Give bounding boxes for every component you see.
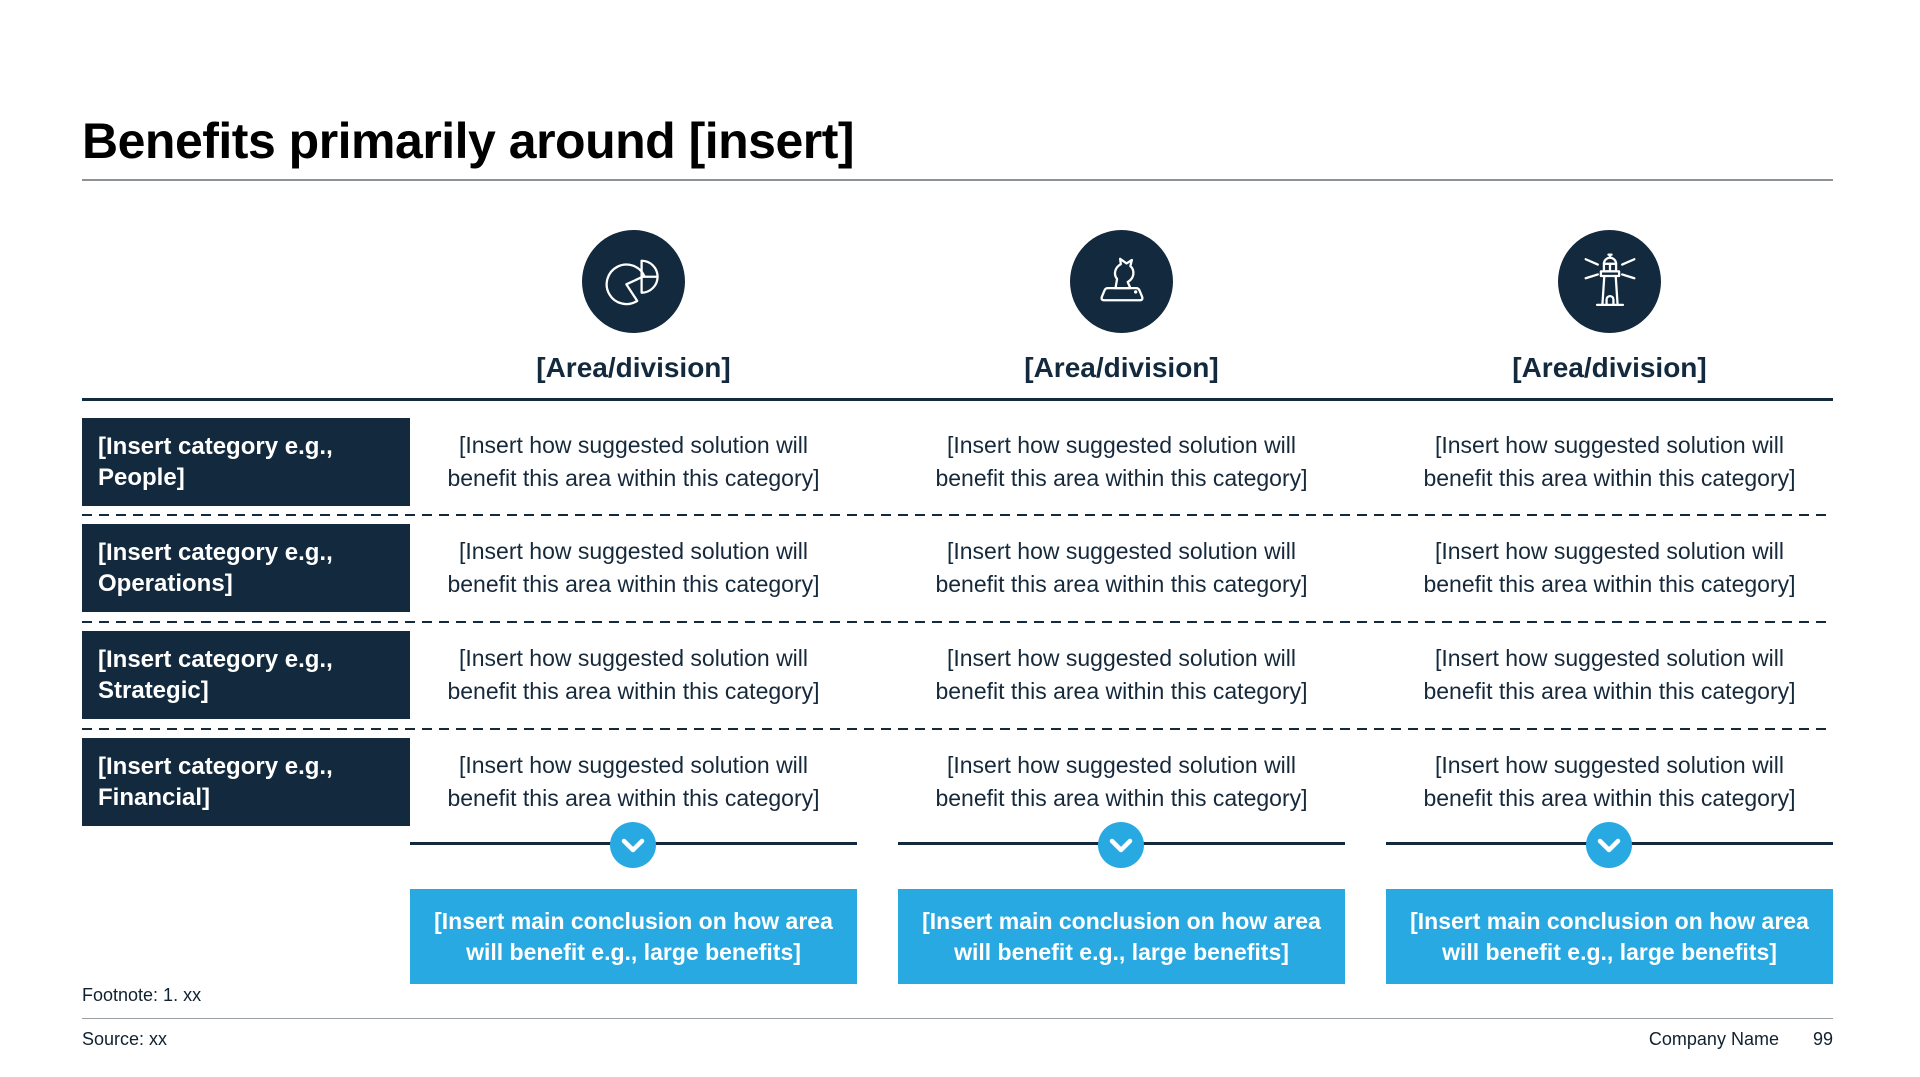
page-number: 99: [1812, 1029, 1833, 1049]
footer-right: Company Name 99: [1649, 1029, 1833, 1050]
cell-text: [Insert how suggested solution will bene…: [935, 538, 1308, 597]
cell-text: [Insert how suggested solution will bene…: [1423, 752, 1796, 811]
page-title: Benefits primarily around [insert]: [82, 113, 855, 169]
pie-chart-icon: [596, 241, 672, 322]
category-box-people: [Insert category e.g., People]: [82, 418, 410, 506]
column-icon-circle: [1558, 230, 1661, 333]
table-cell: [Insert how suggested solution will bene…: [898, 738, 1345, 826]
category-box-strategic: [Insert category e.g., Strategic]: [82, 631, 410, 719]
source-text: Source: xx: [82, 1029, 168, 1049]
cell-text: [Insert how suggested solution will bene…: [447, 645, 820, 704]
category-label: [Insert category e.g., Operations]: [98, 539, 333, 597]
cell-text: [Insert how suggested solution will bene…: [935, 752, 1308, 811]
chevron-down-icon: [1586, 822, 1632, 868]
cell-text: [Insert how suggested solution will bene…: [935, 645, 1308, 704]
table-cell: [Insert how suggested solution will bene…: [1386, 418, 1833, 506]
table-cell: [Insert how suggested solution will bene…: [410, 631, 857, 719]
lighthouse-icon: [1572, 241, 1648, 322]
cell-text: [Insert how suggested solution will bene…: [447, 752, 820, 811]
table-cell: [Insert how suggested solution will bene…: [898, 631, 1345, 719]
cell-text: [Insert how suggested solution will bene…: [1423, 645, 1796, 704]
table-cell: [Insert how suggested solution will bene…: [410, 418, 857, 506]
column-header: [Area/division]: [1512, 352, 1707, 383]
conclusion-text: [Insert main conclusion on how area will…: [1410, 907, 1809, 965]
conclusion-text: [Insert main conclusion on how area will…: [922, 907, 1321, 965]
column-icon-circle: [1070, 230, 1173, 333]
company-name: Company Name: [1648, 1029, 1779, 1049]
cell-text: [Insert how suggested solution will bene…: [1423, 432, 1796, 491]
category-label: [Insert category e.g., Strategic]: [98, 646, 333, 704]
table-cell: [Insert how suggested solution will bene…: [1386, 738, 1833, 826]
cell-text: [Insert how suggested solution will bene…: [447, 432, 820, 491]
column-header: [Area/division]: [1024, 352, 1219, 383]
cell-text: [Insert how suggested solution will bene…: [1423, 538, 1796, 597]
column-icon-circle: [582, 230, 685, 333]
row-divider-dashed: [82, 728, 1833, 730]
chevron-down-icon: [1098, 822, 1144, 868]
table-cell: [Insert how suggested solution will bene…: [410, 738, 857, 826]
title-divider: [82, 179, 1833, 181]
conclusion-box: [Insert main conclusion on how area will…: [1386, 889, 1833, 984]
column-header: [Area/division]: [536, 352, 731, 383]
category-label: [Insert category e.g., Financial]: [98, 753, 333, 811]
header-divider: [82, 398, 1833, 401]
category-label: [Insert category e.g., People]: [98, 433, 333, 491]
conclusion-text: [Insert main conclusion on how area will…: [434, 907, 833, 965]
table-cell: [Insert how suggested solution will bene…: [898, 418, 1345, 506]
table-cell: [Insert how suggested solution will bene…: [1386, 631, 1833, 719]
chevron-down-icon: [610, 822, 656, 868]
chess-knight-icon: [1084, 241, 1160, 322]
row-divider-dashed: [82, 514, 1833, 516]
table-cell: [Insert how suggested solution will bene…: [410, 524, 857, 612]
footnote: Footnote: 1. xx: [82, 985, 202, 1005]
table-cell: [Insert how suggested solution will bene…: [898, 524, 1345, 612]
category-box-financial: [Insert category e.g., Financial]: [82, 738, 410, 826]
cell-text: [Insert how suggested solution will bene…: [447, 538, 820, 597]
row-divider-dashed: [82, 621, 1833, 623]
table-cell: [Insert how suggested solution will bene…: [1386, 524, 1833, 612]
cell-text: [Insert how suggested solution will bene…: [935, 432, 1308, 491]
conclusion-box: [Insert main conclusion on how area will…: [410, 889, 857, 984]
conclusion-box: [Insert main conclusion on how area will…: [898, 889, 1345, 984]
category-box-operations: [Insert category e.g., Operations]: [82, 524, 410, 612]
footer-divider: [82, 1018, 1833, 1019]
